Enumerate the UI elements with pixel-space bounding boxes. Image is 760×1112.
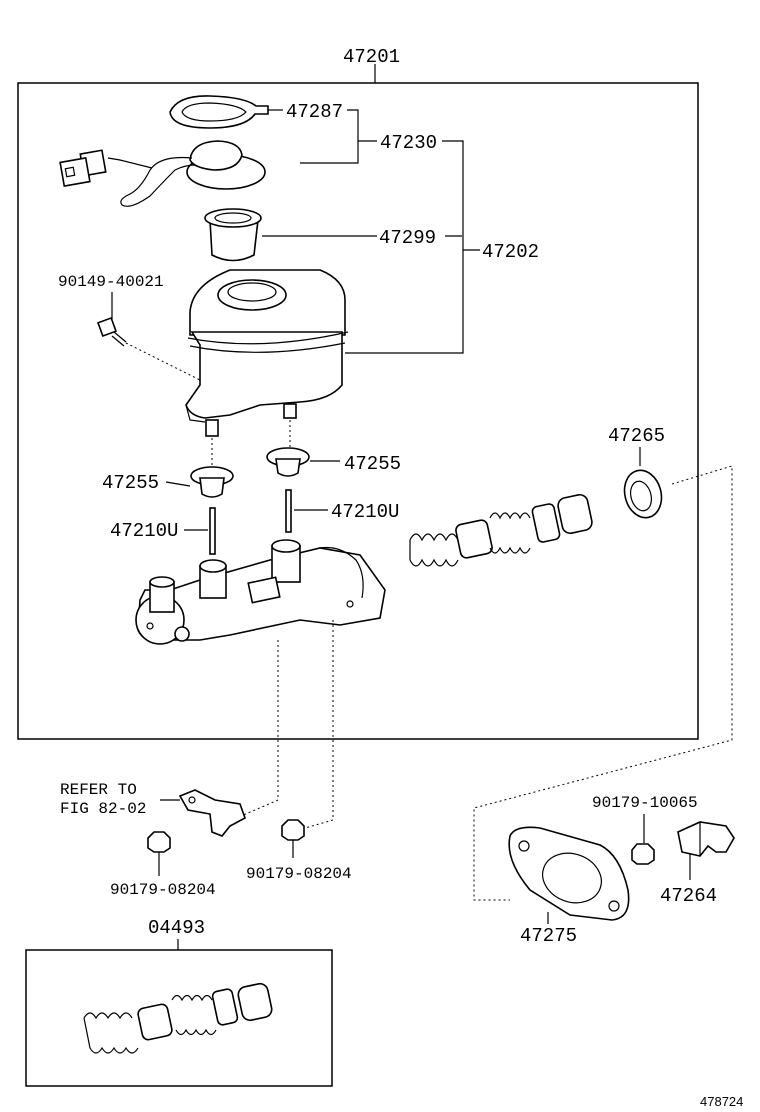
plate-gasket-part[interactable] xyxy=(508,826,630,921)
union-right-part[interactable] xyxy=(285,489,292,533)
label-47202[interactable]: 47202 xyxy=(482,241,539,263)
cap-gasket-part[interactable] xyxy=(169,95,269,129)
bracket-part[interactable] xyxy=(677,821,735,857)
nut-left-part[interactable] xyxy=(147,831,171,853)
label-47264[interactable]: 47264 xyxy=(660,885,717,907)
union-left-part[interactable] xyxy=(209,507,216,555)
label-47230[interactable]: 47230 xyxy=(380,132,437,154)
nut-right-part[interactable] xyxy=(281,819,305,841)
seal-ring-part[interactable] xyxy=(619,466,666,522)
label-04493[interactable]: 04493 xyxy=(148,917,205,939)
label-47265[interactable]: 47265 xyxy=(608,425,665,447)
label-47210u-left[interactable]: 47210U xyxy=(110,520,178,542)
reservoir-tank-part[interactable] xyxy=(185,269,350,437)
kit-frame xyxy=(25,949,333,1087)
bracket-refer-part[interactable] xyxy=(178,789,246,837)
label-47255-right[interactable]: 47255 xyxy=(344,453,401,475)
label-90149-40021[interactable]: 90149-40021 xyxy=(58,273,164,291)
diagram-reference-number: 478724 xyxy=(700,1094,743,1109)
assembly-frame xyxy=(17,64,699,740)
label-47255-left[interactable]: 47255 xyxy=(102,472,159,494)
strainer-part[interactable] xyxy=(204,208,262,262)
label-47210u-right[interactable]: 47210U xyxy=(331,501,399,523)
label-47275[interactable]: 47275 xyxy=(520,925,577,947)
refer-text-line1[interactable]: REFER TO xyxy=(60,781,137,799)
label-47287[interactable]: 47287 xyxy=(286,101,343,123)
piston-assembly-part[interactable] xyxy=(409,493,593,567)
refer-text-line2[interactable]: FIG 82-02 xyxy=(60,800,146,818)
label-90179-08204-left[interactable]: 90179-08204 xyxy=(110,881,216,899)
reservoir-cap-sensor-part[interactable] xyxy=(59,140,266,207)
grommet-left-part[interactable] xyxy=(190,466,234,498)
label-47201[interactable]: 47201 xyxy=(343,46,400,68)
kit-piston-part[interactable] xyxy=(83,982,273,1054)
nut-bracket-part[interactable] xyxy=(631,843,655,865)
label-90179-08204-right[interactable]: 90179-08204 xyxy=(246,865,352,883)
label-47299[interactable]: 47299 xyxy=(379,227,436,249)
master-cylinder-body-part[interactable] xyxy=(135,539,386,645)
bolt-part[interactable] xyxy=(97,317,127,347)
grommet-right-part[interactable] xyxy=(266,447,310,477)
label-90179-10065[interactable]: 90179-10065 xyxy=(592,794,698,812)
